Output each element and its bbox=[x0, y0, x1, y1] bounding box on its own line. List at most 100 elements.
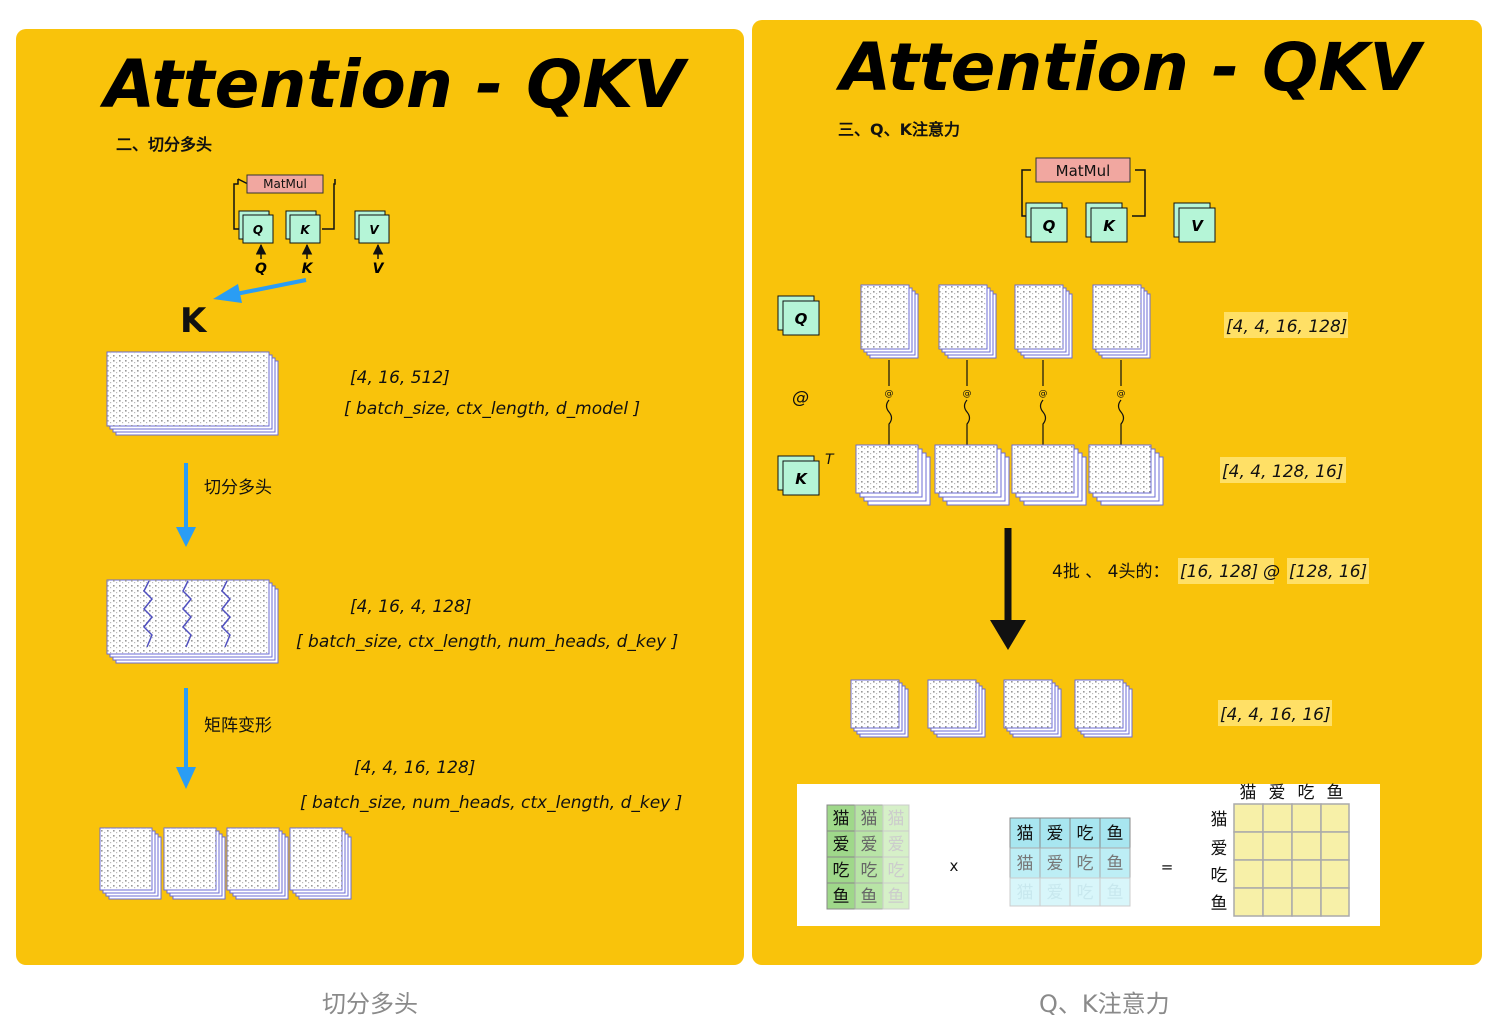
k-token-1-0: 猫 bbox=[1017, 854, 1034, 874]
score-head-1 bbox=[850, 679, 909, 738]
input-k: K bbox=[302, 261, 314, 277]
head-stack-1 bbox=[99, 827, 162, 900]
score-row-0: 猫 bbox=[1211, 810, 1228, 830]
v-box: V bbox=[354, 210, 390, 244]
head-stack-4 bbox=[289, 827, 352, 900]
panel-qk-attention: Attention - QKV 三、Q、K注意力 MatMul Q K V Q … bbox=[752, 20, 1482, 965]
batch-matrix-k: [128, 16] bbox=[1289, 562, 1367, 582]
q-head-stacks bbox=[860, 284, 1151, 359]
score-col-1: 爱 bbox=[1269, 783, 1286, 803]
score-row-2: 吃 bbox=[1211, 866, 1228, 886]
key-token-matrix: 猫 爱 吃 鱼 猫 爱 吃 鱼 猫 爱 吃 鱼 bbox=[1009, 817, 1131, 907]
result-arrow bbox=[990, 528, 1026, 650]
step-reshape-label: 矩阵变形 bbox=[204, 716, 272, 736]
matmul-label: MatMul bbox=[1056, 162, 1111, 180]
q-box-label: Q bbox=[253, 223, 263, 237]
head-at-2: @ bbox=[963, 389, 972, 399]
split-heads-diagram: Attention - QKV 二、切分多头 MatMul Q K V Q K … bbox=[99, 46, 689, 900]
input-arrows bbox=[255, 243, 384, 259]
query-token-matrix: 猫 猫 猫 爱 爱 爱 吃 吃 吃 鱼 鱼 鱼 bbox=[826, 804, 910, 910]
times-sign: x bbox=[950, 857, 959, 875]
k-token-0-0: 猫 bbox=[1017, 824, 1034, 844]
tensor-heads bbox=[99, 827, 352, 900]
score-head-3 bbox=[1003, 679, 1062, 738]
batch-at: @ bbox=[1263, 562, 1280, 582]
k-heading: K bbox=[180, 301, 208, 341]
q-token-1-1: 爱 bbox=[861, 835, 878, 855]
v-box-label: V bbox=[369, 223, 380, 237]
transpose-sup: T bbox=[825, 452, 835, 468]
score-col-0: 猫 bbox=[1240, 783, 1257, 803]
matmul-block: MatMul bbox=[233, 174, 336, 230]
tensor-k-full bbox=[106, 351, 279, 436]
q-token-0-0: 猫 bbox=[833, 809, 850, 829]
score-row-3: 鱼 bbox=[1211, 894, 1228, 914]
head-at-3: @ bbox=[1039, 389, 1048, 399]
score-head-2 bbox=[927, 679, 986, 738]
k-box: K bbox=[1085, 202, 1128, 243]
diagram-title: Attention - QKV bbox=[835, 29, 1425, 106]
k-side-box: K T bbox=[777, 452, 835, 496]
shape-1: [4, 16, 512] bbox=[350, 368, 450, 388]
step-split-label: 切分多头 bbox=[204, 478, 272, 498]
k-head-2 bbox=[934, 444, 1010, 506]
k-token-2-0: 猫 bbox=[1017, 883, 1034, 903]
k-head-1 bbox=[855, 444, 931, 506]
caption-qk-attention: Q、K注意力 bbox=[1039, 990, 1170, 1018]
k-token-2-2: 吃 bbox=[1077, 883, 1094, 903]
k-head-3 bbox=[1011, 444, 1087, 506]
k-select-arrow bbox=[213, 278, 307, 303]
score-col-2: 吃 bbox=[1298, 783, 1315, 803]
shape-3: [4, 4, 16, 128] bbox=[354, 758, 475, 778]
head-at-1: @ bbox=[885, 389, 894, 399]
q-token-3-0: 鱼 bbox=[833, 887, 850, 907]
k-token-2-3: 鱼 bbox=[1107, 883, 1124, 903]
matmul-label: MatMul bbox=[263, 177, 307, 191]
k-box: K bbox=[285, 210, 321, 244]
k-token-1-3: 鱼 bbox=[1107, 854, 1124, 874]
head-matmul-connectors bbox=[887, 360, 1124, 458]
shape-q: [4, 4, 16, 128] bbox=[1226, 317, 1347, 337]
desc-1: [ batch_size, ctx_length, d_model ] bbox=[344, 399, 640, 419]
qk-attention-diagram: Attention - QKV 三、Q、K注意力 MatMul Q K V Q … bbox=[777, 29, 1425, 926]
q-box-label: Q bbox=[1043, 217, 1056, 235]
score-head-stacks bbox=[850, 679, 1133, 738]
k-side-label: K bbox=[795, 470, 808, 488]
token-example: 猫 猫 猫 爱 爱 爱 吃 吃 吃 鱼 鱼 鱼 x bbox=[797, 783, 1380, 926]
q-token-2-1: 吃 bbox=[861, 861, 878, 881]
q-token-3-1: 鱼 bbox=[861, 887, 878, 907]
section-heading: 二、切分多头 bbox=[116, 135, 212, 154]
q-side-box: Q bbox=[777, 295, 820, 336]
matmul-block: MatMul bbox=[1021, 157, 1146, 217]
q-head-1 bbox=[860, 284, 919, 359]
k-box-label: K bbox=[300, 223, 311, 237]
k-token-1-1: 爱 bbox=[1047, 854, 1064, 874]
equals-sign: = bbox=[1161, 858, 1174, 876]
k-head-4 bbox=[1088, 444, 1164, 506]
input-q: Q bbox=[255, 261, 267, 277]
k-head-stacks bbox=[855, 444, 1164, 506]
q-token-0-2: 猫 bbox=[888, 809, 905, 829]
input-v: V bbox=[373, 261, 385, 277]
q-token-3-2: 鱼 bbox=[888, 887, 905, 907]
q-head-4 bbox=[1092, 284, 1151, 359]
panel-split-heads: Attention - QKV 二、切分多头 MatMul Q K V Q K … bbox=[16, 29, 744, 965]
k-token-1-2: 吃 bbox=[1077, 854, 1094, 874]
score-matrix: 猫 爱 吃 鱼 猫 爱 吃 鱼 bbox=[1211, 783, 1350, 917]
k-box-label: K bbox=[1103, 217, 1116, 235]
score-col-3: 鱼 bbox=[1327, 783, 1344, 803]
shape-out: [4, 4, 16, 16] bbox=[1220, 705, 1331, 725]
split-arrow bbox=[176, 463, 196, 547]
tensor-split-heads bbox=[106, 579, 279, 664]
q-head-3 bbox=[1014, 284, 1073, 359]
q-token-2-2: 吃 bbox=[888, 861, 905, 881]
caption-split-heads: 切分多头 bbox=[322, 990, 418, 1018]
desc-3: [ batch_size, num_heads, ctx_length, d_k… bbox=[300, 793, 682, 813]
score-row-1: 爱 bbox=[1211, 839, 1228, 859]
q-side-label: Q bbox=[795, 310, 808, 328]
batch-desc: 4批 、 4头的： bbox=[1052, 562, 1169, 582]
score-head-4 bbox=[1074, 679, 1133, 738]
k-token-0-1: 爱 bbox=[1047, 824, 1064, 844]
q-token-1-0: 爱 bbox=[833, 835, 850, 855]
matmul-at-symbol: @ bbox=[792, 388, 809, 408]
